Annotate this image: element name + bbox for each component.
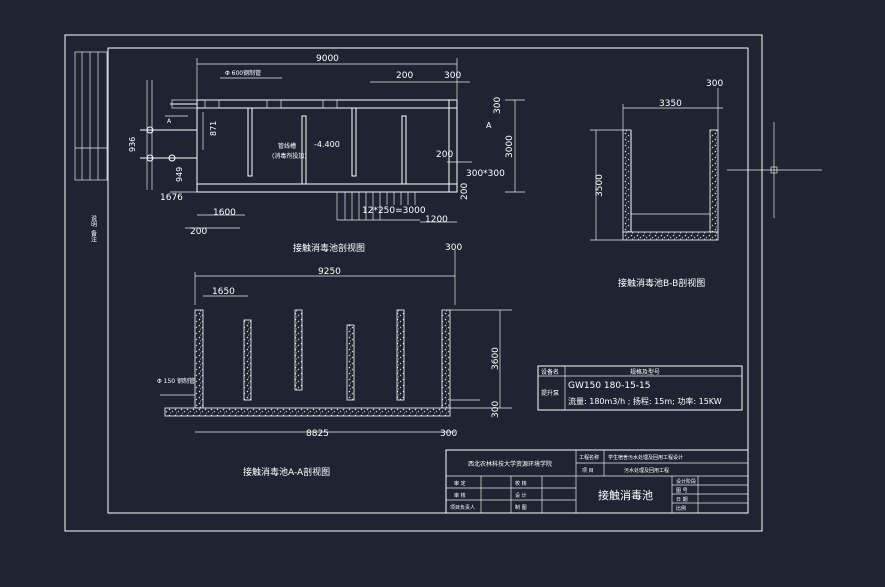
tb-right-2: 图 号 (676, 488, 688, 494)
tb-right-3: 日 期 (676, 497, 688, 503)
plan-bottom-wall (196, 183, 458, 193)
aa-dim-1650: 1650 (212, 287, 235, 297)
plan-dim-200-mid: 200 (436, 150, 453, 160)
tb-item-label: 项 目 (582, 468, 594, 474)
aa-dim-9250: 9250 (318, 267, 341, 277)
table-row-label: 提升泵 (541, 389, 559, 397)
bb-right-wall (709, 129, 719, 233)
plan-stairs (336, 192, 420, 221)
tb-right-1: 设计阶段 (676, 478, 696, 485)
aa-right-wall (441, 309, 451, 409)
aa-baffle-2 (294, 309, 303, 391)
aa-dim-300-right: 300 (491, 401, 501, 418)
plan-dim-300-right: 300 (493, 97, 503, 114)
plan-pipe600-label: Φ 600钢制管 (225, 69, 261, 77)
plan-baffle-4 (401, 115, 407, 185)
plan-baffle-3 (351, 107, 357, 177)
plan-view-title: 接触消毒池剖视图 (293, 242, 365, 254)
aa-dim-300-bottom: 300 (440, 429, 457, 439)
bb-dim-300: 300 (706, 79, 723, 89)
sheet-inner-border (107, 47, 749, 514)
tb-r1-mid: 校 核 (515, 480, 527, 487)
aa-left-wall (194, 309, 204, 409)
section-mark-a2: A (486, 121, 492, 130)
plan-dim-3000: 3000 (505, 135, 515, 158)
plan-room-label-1: 管线槽 (278, 142, 296, 150)
aa-base-slab (164, 407, 451, 417)
plan-dim-936: 936 (128, 137, 137, 152)
tb-project-label: 工程名称 (579, 454, 599, 461)
table-model: GW150 180-15-15 (568, 381, 651, 391)
sheet-outer-border (64, 34, 763, 532)
aa-section-title: 接触消毒池A-A剖视图 (243, 466, 330, 478)
section-bb: 3350 300 3500 接触消毒池B-B剖视图 (590, 79, 723, 289)
title-block: 西北农林科技大学资源环境学院 工程名称 学生宿舍污水处理及回用工程设计 项 目 … (445, 449, 749, 514)
tb-r2-left: 审 核 (454, 492, 466, 499)
tb-item-value: 污水处理及回用工程 (624, 467, 669, 474)
plan-level: -4.400 (314, 140, 340, 149)
table-header-right: 规格及型号 (630, 368, 660, 376)
tb-right-4: 比例 (676, 505, 686, 512)
bb-left-wall (622, 129, 632, 233)
plan-dim-871: 871 (209, 121, 218, 136)
plan-dim-1600: 1600 (213, 208, 236, 218)
tb-company: 西北农林科技大学资源环境学院 (468, 460, 552, 468)
plan-dim-1676: 1676 (160, 193, 183, 203)
tb-r3-mid: 制 图 (515, 504, 527, 511)
aa-pipe150-label: Φ 150 钢制管 (157, 377, 195, 385)
plan-view: A A 9000 (128, 54, 525, 254)
tb-drawing-name: 接触消毒池 (598, 488, 653, 502)
revision-strip: 说明 备注 (74, 51, 108, 243)
bb-section-title: 接触消毒池B-B剖视图 (618, 277, 705, 289)
plan-baffle-1 (247, 107, 253, 177)
plan-dim-200-bottom: 200 (190, 227, 207, 237)
tb-project-value: 学生宿舍污水处理及回用工程设计 (608, 454, 683, 461)
aa-dim-300-top: 300 (445, 243, 462, 253)
table-specs: 流量: 180m3/h ; 扬程: 15m; 功率: 15KW (568, 396, 722, 406)
section-mark-a: A (167, 118, 172, 125)
aa-dim-8825: 8825 (306, 429, 329, 439)
strip-note-2: 备注 (90, 229, 97, 243)
plan-dim-9000: 9000 (316, 54, 339, 64)
plan-baffle-2 (301, 115, 307, 185)
plan-dim-949: 949 (175, 167, 184, 182)
aa-baffle-1 (243, 319, 252, 401)
plan-dim-200-right: 200 (460, 183, 470, 200)
strip-note-1: 说明 (90, 214, 97, 228)
bb-dim-3350: 3350 (659, 99, 682, 109)
aa-baffle-4 (396, 309, 405, 401)
tb-r1-left: 审 定 (454, 480, 466, 487)
table-header-left: 设备名 (541, 368, 559, 376)
tb-r2-mid: 设 计 (515, 492, 527, 499)
section-aa: 9250 300 1650 3600 300 8825 300 Φ 150 钢制… (157, 243, 512, 478)
plan-dim-1200: 1200 (425, 215, 448, 225)
aa-baffle-3 (346, 324, 355, 401)
plan-dim-200: 200 (396, 71, 413, 81)
bb-dim-3500: 3500 (595, 174, 605, 197)
plan-dim-300: 300 (444, 71, 461, 81)
tb-r3-left: 项目负责人 (450, 504, 475, 511)
crosshair-cursor (727, 122, 822, 218)
plan-right-wall (448, 99, 458, 193)
plan-room-label-2: (消毒剂投加) (272, 152, 307, 160)
aa-dim-3600: 3600 (491, 347, 501, 370)
bb-base (622, 231, 719, 241)
plan-top-wall (196, 99, 458, 109)
plan-dim-300x300: 300*300 (466, 169, 505, 179)
equipment-table: 设备名 规格及型号 提升泵 GW150 180-15-15 流量: 180m3/… (537, 365, 743, 411)
plan-dim-stairs: 12*250=3000 (362, 206, 426, 216)
